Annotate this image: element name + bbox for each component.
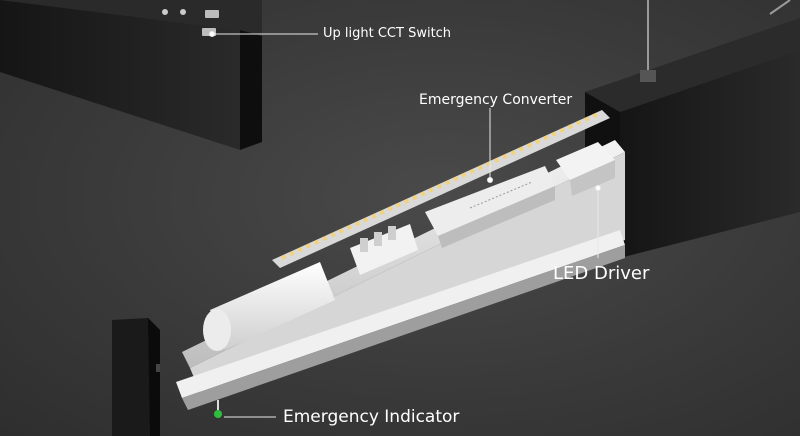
emergency-converter-module: [425, 166, 555, 248]
callout-lines: [209, 31, 601, 418]
cct-switch-icon: [205, 10, 219, 18]
led-chips: [281, 112, 599, 260]
callout-emergency-converter: Emergency Converter: [419, 92, 573, 108]
emergency-indicator-led-icon: [214, 410, 222, 418]
end-cap-bottom: [112, 318, 160, 436]
diffuser-cover: [203, 262, 335, 351]
callout-led-driver: LED Driver: [553, 263, 650, 284]
callout-emergency-indicator: Emergency Indicator: [283, 407, 460, 427]
callout-up-light-cct-switch: Up light CCT Switch: [323, 26, 452, 41]
led-strip: [272, 110, 610, 268]
terminal-block: [350, 224, 418, 275]
end-cap-housing-top: [0, 0, 262, 150]
led-driver-module: [556, 142, 615, 196]
